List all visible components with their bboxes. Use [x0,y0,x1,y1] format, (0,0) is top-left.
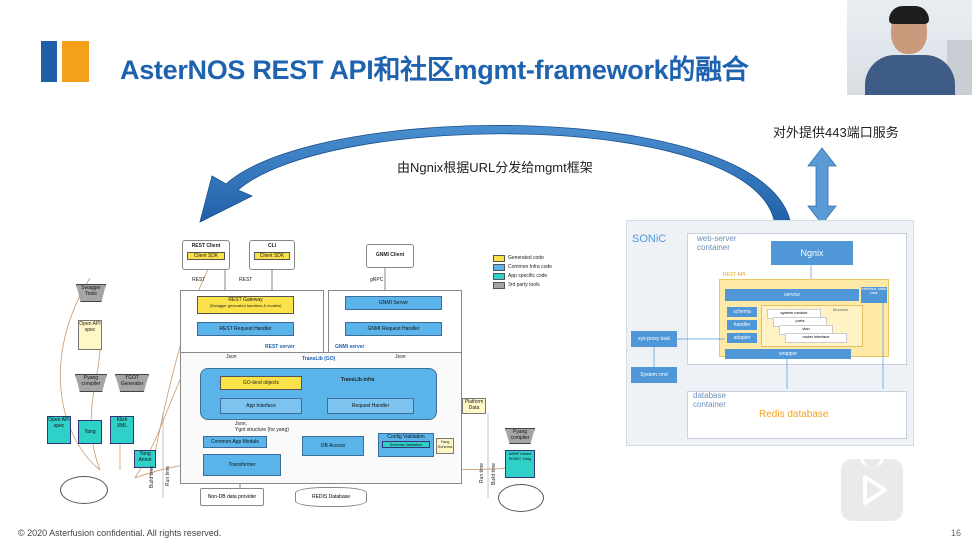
ygot-generator: YGOT Generator [115,374,149,392]
wrapper-box: wrapper [725,349,851,359]
play-icon [857,454,887,505]
client-sdk-rest: Client SDK [187,252,225,260]
rest-gateway: REST Gateway (Swagger generated handlers… [197,296,294,314]
schema-validation: Schema Validation [382,441,430,448]
adapter-box: adapter [727,333,757,343]
sonic-diagram: SONiC web-server container Ngnix REST AP… [626,220,914,446]
legend-common-infra: Common Infra code [508,263,552,270]
page-number: 16 [951,528,962,538]
non-db-provider: Non-DB data provider [200,488,264,506]
gnmi-server-box: GNMI Server [345,296,442,310]
legend: Generated code Common Infra code App spe… [493,254,563,294]
yang-file: Yang [78,420,102,444]
developer-face-right [498,484,544,512]
klish-xml: Klish XML [110,416,134,444]
system-cmd: System cmd [631,367,677,383]
client-sdk-cli: Client SDK [254,252,290,260]
rest-conn-2: REST [239,277,253,283]
gnmi-client-label: GNMI Client [375,252,405,258]
footer-copyright: © 2020 Asterfusion confidential. All rig… [18,528,222,538]
ngnix-box: Ngnix [771,241,853,265]
legend-third-party: 3rd party tools [508,281,540,288]
run-time-label-2: Run time [479,463,485,484]
play-button[interactable] [838,454,906,524]
database-container-label: database container [693,391,726,409]
rest-conn-1: REST [192,277,206,283]
arrow-label: 由Ngnix根据URL分发给mgmt框架 [397,160,593,175]
go-bind-objects: GO-bind objects [220,376,302,390]
pyang-compiler: Pyang compiler [75,374,107,392]
mgmt-framework-diagram: REST server GNMI server TransLib (GO) RE… [40,238,580,513]
developer-face-left [60,476,108,504]
json-ygot-label: Json, Ygot structure (for yang) [235,421,289,433]
open-api-spec-2: Open API spec [47,416,71,444]
swagger-tools: Swagger Tools [76,284,106,302]
rest-server-label: REST server [265,344,295,350]
request-handler: Request Handler [327,398,414,414]
yang-schema: Yang Schema [436,438,454,454]
redis-database-label: Redis database [759,409,829,420]
curved-arrow [199,124,792,226]
rest-api-label: REST API [723,272,746,278]
translib-label: TransLib (GO) [302,356,336,362]
platform-data: Platform Data [462,398,486,414]
service-box: service [725,289,859,301]
logo-blue-bar [41,41,57,82]
abnf-sonic-yang: ABNF based SONiC Yang [505,450,535,478]
logo-orange-bar [62,41,89,82]
slide-title: AsterNOS REST API和社区mgmt-framework的融合 [120,55,749,85]
json-label-2: Json [395,354,406,360]
double-arrow [807,147,837,225]
common-app-module: Common App Module [203,436,267,448]
rest-request-handler: REST Request Handler [197,322,294,336]
transformer: Transformer [203,454,281,476]
modules-label: Modules [833,307,849,312]
app-interface: App Interface [220,398,302,414]
schema-box: schema [727,307,757,317]
webcam-video [847,0,972,95]
rest-client-label: REST Client [191,243,221,249]
db-access: DB Access [302,436,364,456]
run-time-label-1: Run time [165,466,171,487]
gnmi-request-handler: GNMI Request Handler [345,322,442,336]
handler-box: handler [727,320,757,330]
json-label-1: Json [226,354,237,360]
gnmi-server-label: GNMI server [335,344,365,350]
yang-annot: Yang Annot [134,450,156,468]
sonic-label: SONiC [632,233,667,245]
sys-proxy-task: sys-proxy task [631,331,677,347]
build-time-label-1: Build time [149,466,155,488]
config-validation: Config Validation Schema Validation [378,433,434,457]
legend-generated: Generated code [508,254,544,261]
redis-database: REDIS Database [295,487,367,507]
grpc-conn: gRPC [370,277,384,283]
web-server-label: web-server container [697,234,737,252]
pyang-compiler-2: Pyang compiler [505,428,535,444]
cli-label: CLI [267,243,277,249]
open-api-spec: Open API spec [78,320,102,350]
build-time-label-2: Build time [491,463,497,485]
port-label: 对外提供443端口服务 [773,125,899,140]
router-interface-module: router interface [785,333,847,343]
interface-state-task: interface state task [861,286,887,303]
legend-app-specific: App specific code [508,272,548,279]
